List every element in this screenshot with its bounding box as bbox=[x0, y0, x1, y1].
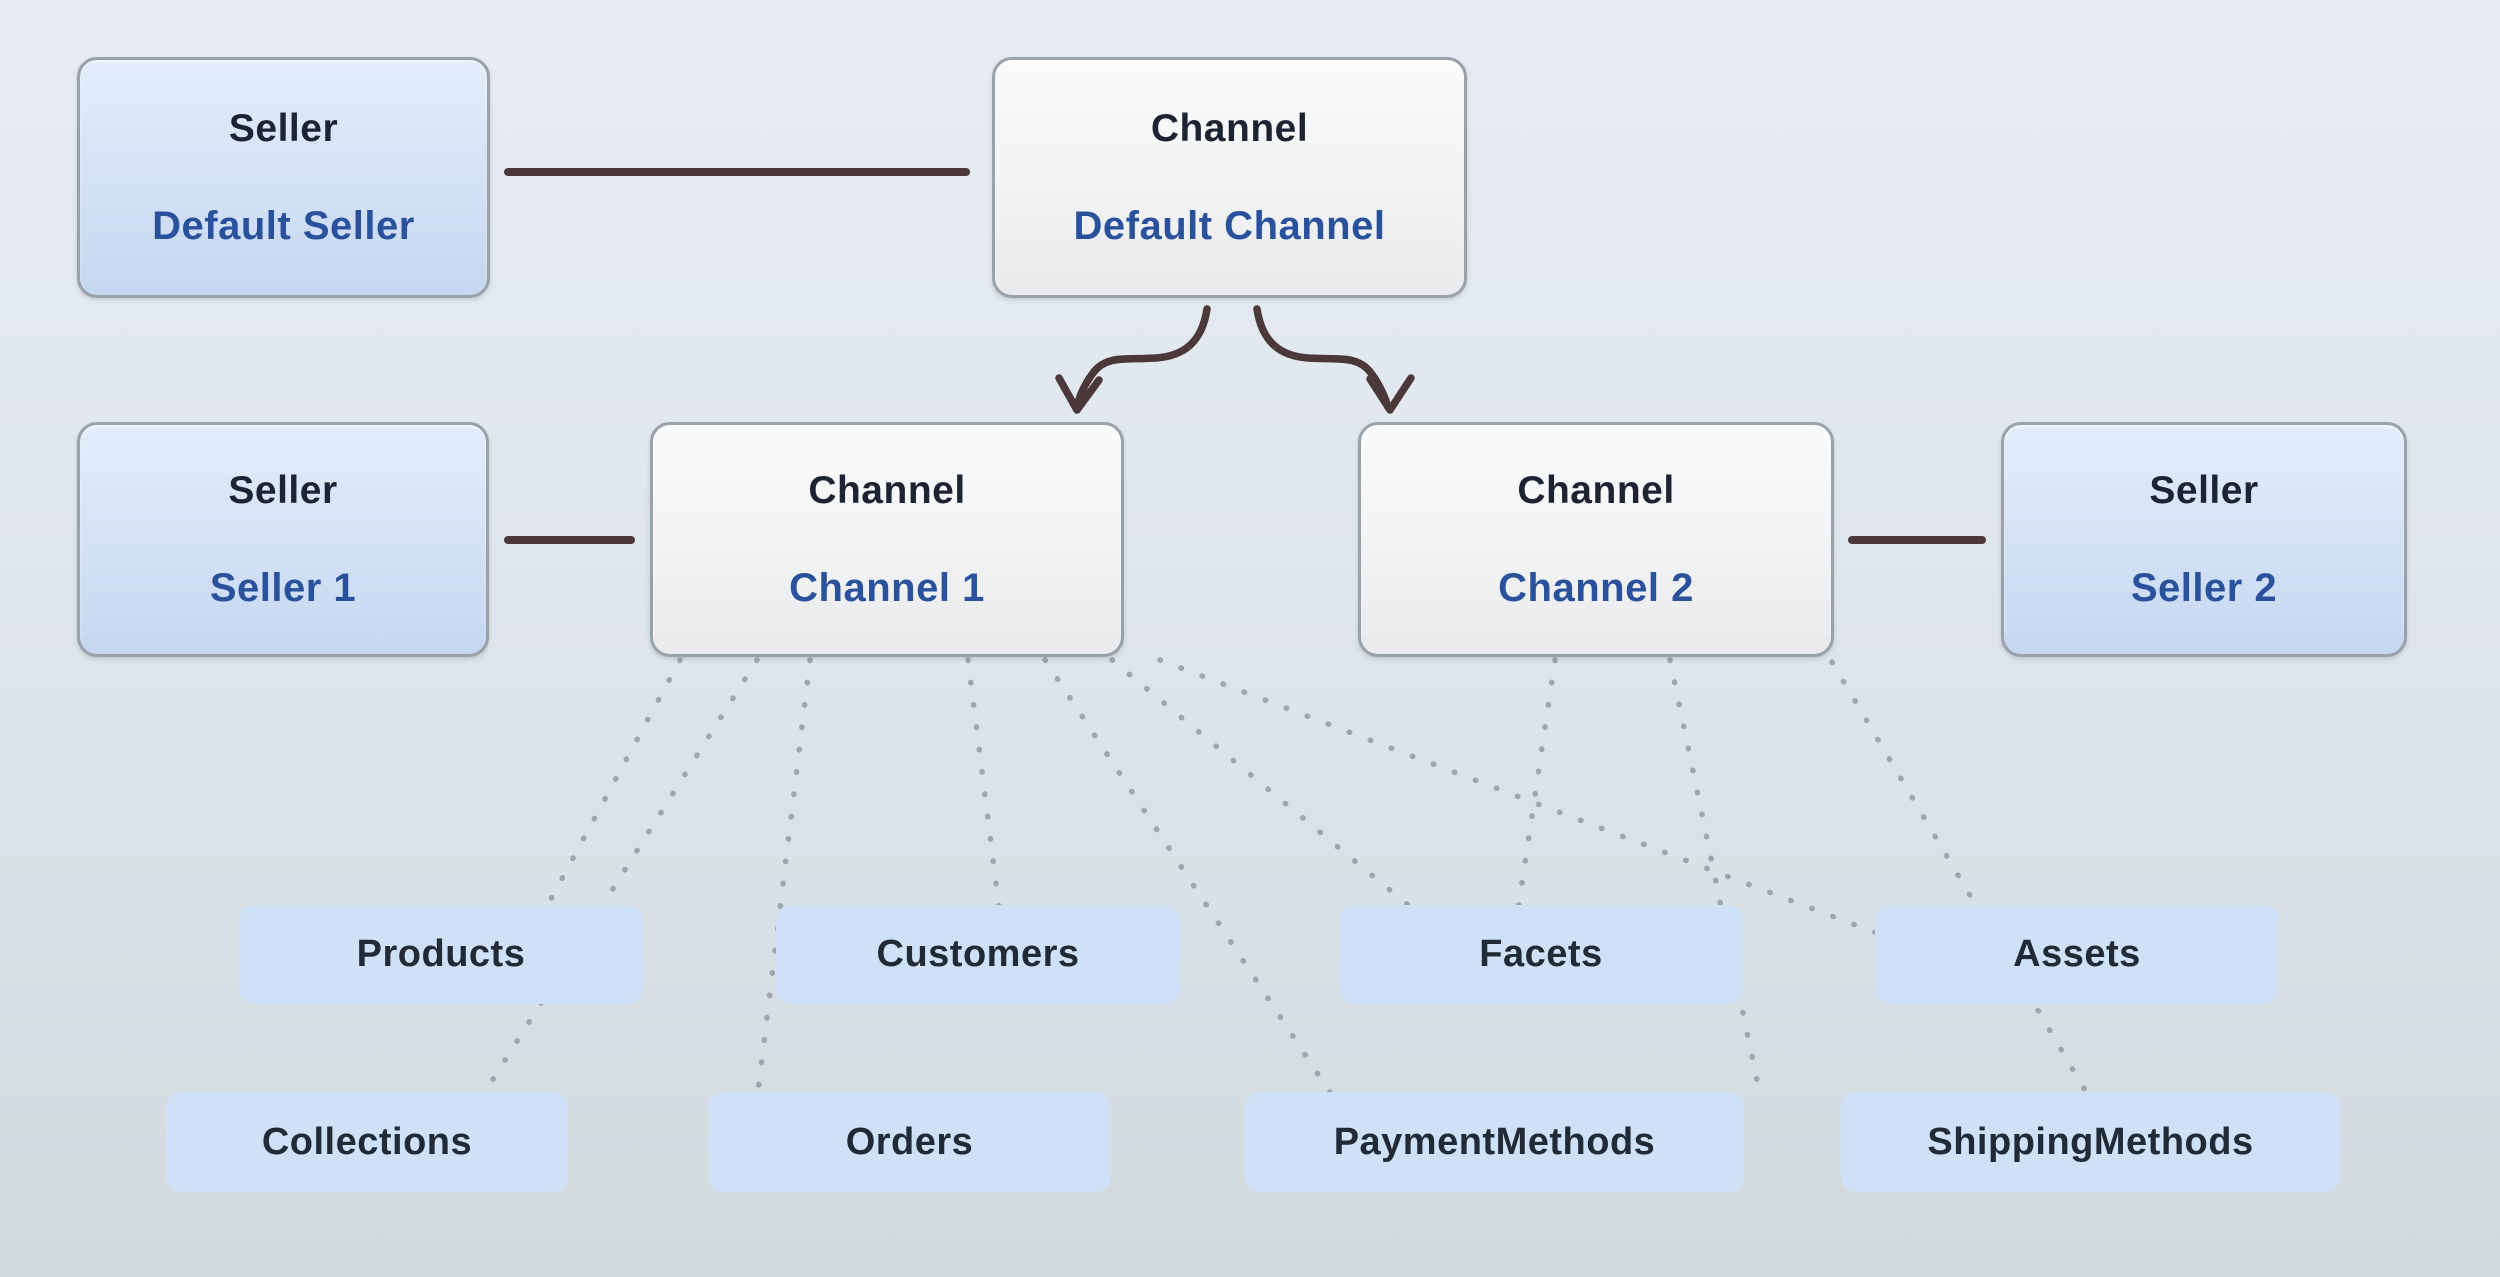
arrowhead-channel1 bbox=[1055, 374, 1103, 414]
node-type-label: Channel bbox=[1150, 107, 1309, 150]
arrowhead-channel2 bbox=[1366, 374, 1415, 414]
entity-products: Products bbox=[239, 905, 643, 1004]
entity-facets: Facets bbox=[1339, 905, 1743, 1004]
node-type-label: Seller bbox=[2149, 469, 2259, 512]
dotted-link-channel2-paymentmethods bbox=[1667, 657, 1763, 1098]
node-channel-1: Channel Channel 1 bbox=[650, 422, 1124, 657]
node-default-channel: Channel Default Channel bbox=[992, 57, 1467, 298]
entity-collections: Collections bbox=[166, 1092, 568, 1192]
dotted-link-channel1-orders bbox=[754, 657, 813, 1103]
dotted-link-channel2-shippingmethods bbox=[1829, 659, 2088, 1093]
entity-orders: Orders bbox=[708, 1092, 1111, 1192]
entity-paymentmethods: PaymentMethods bbox=[1245, 1092, 1744, 1192]
node-name-label: Seller 1 bbox=[209, 566, 357, 610]
node-channel-2: Channel Channel 2 bbox=[1358, 422, 1834, 657]
node-type-label: Channel bbox=[1517, 469, 1675, 512]
node-name-label: Seller 2 bbox=[2130, 566, 2278, 610]
node-type-label: Channel bbox=[808, 469, 966, 512]
arrow-defaultchannel-channel2 bbox=[1253, 305, 1392, 411]
node-type-label: Seller bbox=[228, 469, 338, 512]
dotted-link-channel1-facets bbox=[1109, 657, 1423, 918]
entity-customers: Customers bbox=[776, 905, 1180, 1004]
dotted-link-channel2-facets bbox=[1515, 657, 1558, 913]
node-name-label: Channel 2 bbox=[1498, 566, 1694, 610]
node-name-label: Default Seller bbox=[152, 204, 415, 248]
arrow-defaultchannel-channel1 bbox=[1073, 305, 1211, 411]
dotted-link-channel1-products bbox=[542, 657, 683, 913]
entity-assets: Assets bbox=[1875, 905, 2279, 1004]
node-name-label: Channel 1 bbox=[789, 566, 985, 610]
node-seller-2: Seller Seller 2 bbox=[2001, 422, 2407, 657]
dotted-link-channel1-paymentmethods bbox=[1042, 657, 1338, 1103]
node-name-label: Default Channel bbox=[1073, 204, 1386, 248]
dotted-link-channel1-collections bbox=[477, 657, 760, 1103]
node-seller-1: Seller Seller 1 bbox=[77, 422, 489, 657]
node-type-label: Seller bbox=[228, 107, 339, 150]
dotted-link-channel1-assets bbox=[1157, 657, 1903, 945]
node-default-seller: Seller Default Seller bbox=[77, 57, 490, 298]
entity-shippingmethods: ShippingMethods bbox=[1841, 1092, 2340, 1192]
dotted-link-channel1-customers bbox=[965, 657, 1003, 918]
